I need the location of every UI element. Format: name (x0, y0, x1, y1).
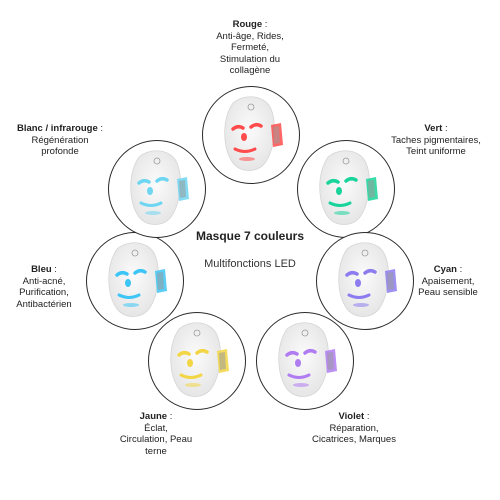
label-description: Réparation, Cicatrices, Marques (312, 422, 396, 446)
label-description: Anti-âge, Rides, Fermeté, Stimulation du… (216, 30, 284, 77)
led-mask-icon (319, 150, 378, 225)
label-name: Violet (338, 411, 365, 422)
mask-circle-bleu (86, 232, 184, 330)
label-vert: Vert : Taches pigmentaires, Teint unifor… (378, 123, 494, 158)
label-description: Apaisement, Peau sensible (418, 275, 478, 299)
label-rouge: Rouge : Anti-âge, Rides, Fermeté, Stimul… (200, 19, 300, 77)
led-mask-icon (278, 322, 337, 397)
label-description: Éclat, Circulation, Peau terne (119, 422, 193, 457)
label-description: Taches pigmentaires, Teint uniforme (391, 134, 481, 158)
mask-circle-vert (297, 140, 395, 238)
label-description: Régénération profonde (31, 134, 89, 158)
mask-circle-violet (256, 312, 354, 410)
mask-circle-blanc (108, 140, 206, 238)
page-subtitle: Multifonctions LED (204, 258, 296, 270)
page-title: Masque 7 couleurs (195, 229, 305, 243)
label-name: Rouge (232, 19, 263, 30)
label-cyan: Cyan : Apaisement, Peau sensible (410, 264, 486, 299)
led-mask-icon (170, 322, 229, 397)
led-mask-icon (130, 150, 189, 225)
label-bleu: Bleu : Anti-acné, Purification, Antibact… (6, 264, 82, 310)
label-name: Bleu (31, 264, 52, 275)
led-mask-icon (108, 242, 167, 317)
label-blanc: Blanc / infrarouge : Régénération profon… (4, 123, 116, 158)
label-name: Jaune (139, 411, 168, 422)
label-name: Cyan (433, 264, 457, 275)
mask-circle-jaune (148, 312, 246, 410)
mask-circle-rouge (202, 86, 300, 184)
label-name: Vert (424, 123, 443, 134)
label-description: Anti-acné, Purification, Antibactérien (16, 275, 72, 310)
label-name: Blanc / infrarouge (16, 123, 98, 134)
led-mask-icon (338, 242, 397, 317)
mask-circle-cyan (316, 232, 414, 330)
led-mask-icon (224, 96, 283, 171)
label-jaune: Jaune : Éclat, Circulation, Peau terne (107, 411, 205, 457)
label-violet: Violet : Réparation, Cicatrices, Marques (298, 411, 410, 446)
